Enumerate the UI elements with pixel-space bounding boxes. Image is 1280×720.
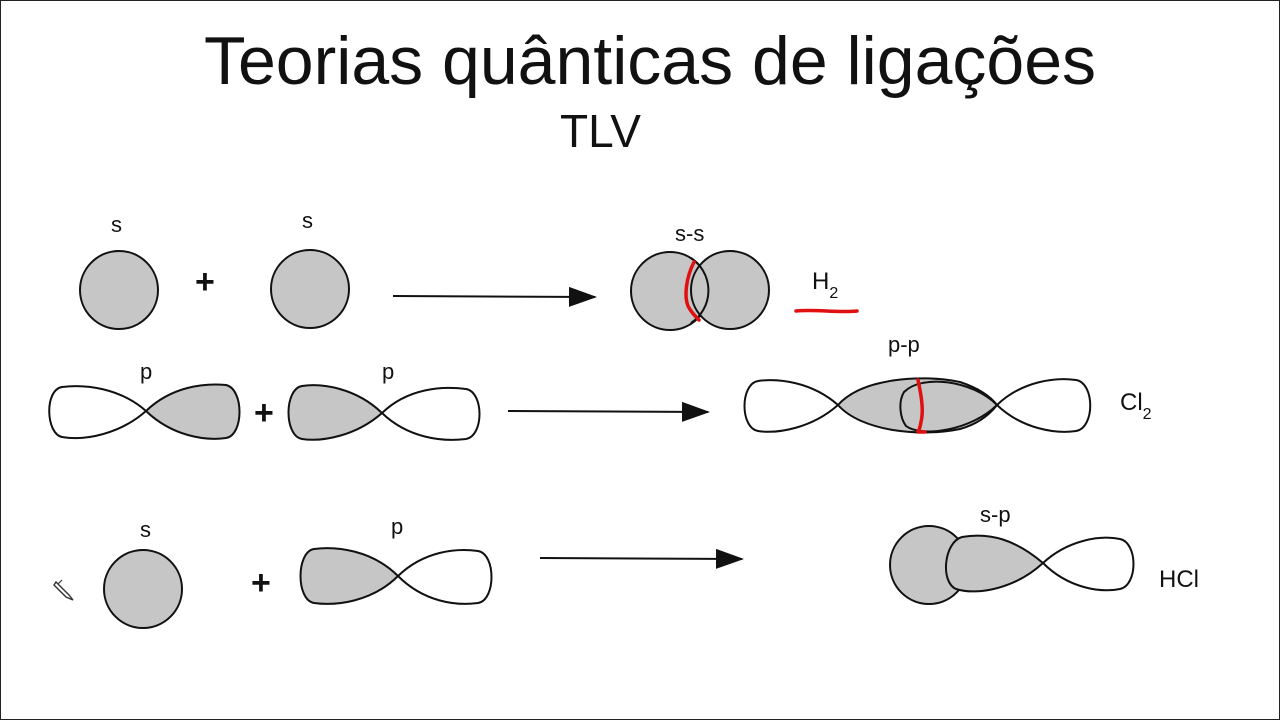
overlap-label: s-p xyxy=(980,502,1011,527)
p-overlap-region xyxy=(836,377,999,434)
reaction-arrow xyxy=(392,286,597,307)
p-orbital-lobe-filled xyxy=(944,534,1045,593)
s-orbital xyxy=(103,549,183,629)
p-orbital-lobe-filled xyxy=(144,383,241,440)
s-orbital xyxy=(270,249,350,329)
overlap-annotation xyxy=(916,378,927,434)
orbital-label-s: s xyxy=(302,208,313,233)
orbital-label-s: s xyxy=(111,212,122,237)
row-ss: s + s s-s H2 xyxy=(79,208,859,331)
molecule-underline-annotation xyxy=(794,308,859,314)
plus-sign: + xyxy=(251,564,271,602)
overlap-label: s-s xyxy=(675,221,704,246)
orbital-label-s: s xyxy=(140,517,151,542)
reaction-arrow xyxy=(539,548,744,569)
p-orbital-lobe-empty xyxy=(380,386,481,441)
overlap-annotation xyxy=(684,260,701,322)
plus-sign: + xyxy=(254,394,274,432)
slide-subtitle: TLV xyxy=(560,105,641,157)
p-orbital-lobe-empty xyxy=(995,378,1092,433)
orbital-label-p: p xyxy=(382,359,394,384)
row-pp: p + p p-p Cl2 xyxy=(48,332,1152,441)
overlap-outline xyxy=(899,380,998,433)
orbital-label-p: p xyxy=(391,514,403,539)
overlap-label: p-p xyxy=(888,332,920,357)
s-orbital xyxy=(690,250,770,330)
p-orbital-lobe-empty xyxy=(1041,536,1135,592)
p-orbital-lobe-empty xyxy=(48,385,148,440)
p-orbital-lobe-empty xyxy=(396,549,493,605)
s-orbital xyxy=(79,250,159,330)
molecule-label: H2 xyxy=(812,268,838,302)
p-orbital-lobe-filled xyxy=(287,384,384,441)
plus-sign: + xyxy=(195,263,215,301)
molecule-label: HCl xyxy=(1159,566,1199,593)
pen-cursor-icon xyxy=(53,579,74,601)
molecule-label: Cl2 xyxy=(1120,389,1152,423)
slide-title: Teorias quânticas de ligações xyxy=(203,23,1097,99)
orbital-label-p: p xyxy=(140,359,152,384)
reaction-arrow xyxy=(507,401,710,422)
row-sp: s + p s-p HCl xyxy=(53,502,1199,629)
p-orbital-lobe-filled xyxy=(299,547,400,605)
p-orbital-lobe-empty xyxy=(743,379,840,433)
